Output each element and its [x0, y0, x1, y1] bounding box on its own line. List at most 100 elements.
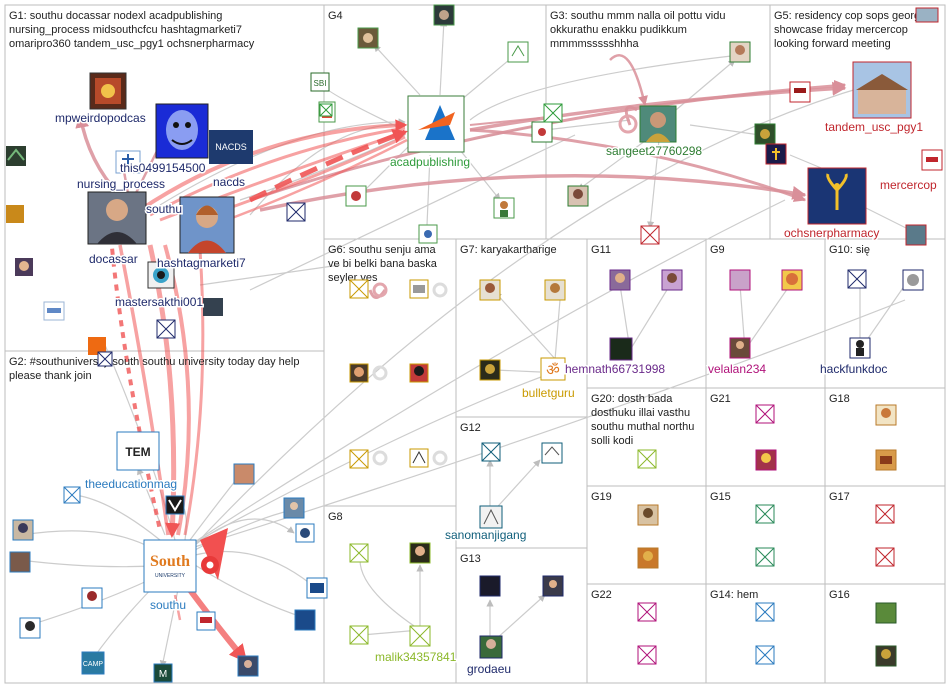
g4-thumb-bottom[interactable]	[418, 224, 438, 244]
g2-thumb-red-bottom[interactable]	[237, 655, 259, 677]
acadpublishing-logo[interactable]	[407, 95, 465, 153]
g2-thumb-right-logo[interactable]	[306, 577, 328, 599]
node-label-bulletguru[interactable]: bulletguru	[521, 385, 577, 402]
g6-thumb-4[interactable]	[409, 448, 429, 468]
node-label-docassar[interactable]: docassar	[88, 251, 140, 268]
missing-image-node[interactable]	[156, 319, 176, 339]
sanomanjigang-avatar[interactable]	[479, 505, 503, 529]
g5-thumb-bottom[interactable]	[905, 224, 927, 246]
node-label-hemnath66731998[interactable]: hemnath66731998	[564, 361, 667, 378]
docassar-avatar[interactable]	[87, 191, 147, 245]
southu-logo[interactable]: South UNIVERSITY	[143, 539, 197, 593]
g4-thumb-right[interactable]	[507, 41, 529, 63]
g1-small-blue-card[interactable]	[43, 301, 65, 321]
g2-thumb-mid-bottom[interactable]	[196, 611, 216, 631]
missing-image-node[interactable]	[875, 547, 895, 567]
nacds-logo[interactable]: NACDS	[209, 130, 253, 164]
hashtagmarketi7-avatar[interactable]	[179, 196, 235, 254]
g1-small-left-2[interactable]	[6, 205, 24, 223]
g19-thumb-2[interactable]	[637, 547, 659, 569]
node-label-grodaeu[interactable]: grodaeu	[466, 661, 513, 678]
g1-small-dark-right[interactable]	[203, 298, 223, 316]
g11-thumb-1[interactable]	[609, 269, 631, 291]
hemnath66731998-avatar[interactable]	[609, 337, 633, 361]
g13-thumb-1[interactable]	[479, 575, 501, 597]
g3-thumb-top-right[interactable]	[729, 41, 751, 63]
node-label-mastersakthi001[interactable]: mastersakthi001	[114, 294, 205, 311]
g2-thumb-2[interactable]	[165, 495, 185, 515]
g11-thumb-2[interactable]	[661, 269, 683, 291]
missing-image-node[interactable]	[637, 645, 657, 665]
g2-thumb-7[interactable]	[81, 587, 103, 609]
ochsnerpharmacy-logo[interactable]	[807, 167, 867, 225]
missing-image-node[interactable]	[349, 279, 369, 299]
g3-thumb-bottom-left[interactable]	[567, 185, 589, 207]
missing-image-node[interactable]	[63, 486, 81, 504]
g2-thumb-camp[interactable]: CAMP	[81, 651, 105, 675]
g12-thumb-right[interactable]	[541, 442, 563, 464]
g18-thumb-1[interactable]	[875, 404, 897, 426]
node-label-theeducationmag[interactable]: theeducationmag	[84, 476, 179, 493]
g7-thumb-2[interactable]	[544, 279, 566, 301]
g3-thumb-right[interactable]	[754, 123, 776, 145]
g1-small-left-1[interactable]	[6, 146, 26, 166]
node-label-southu[interactable]: southu	[149, 597, 188, 614]
missing-image-node[interactable]	[543, 103, 563, 123]
g2-thumb-6[interactable]	[9, 551, 31, 573]
missing-image-node[interactable]	[875, 504, 895, 524]
g1-small-sbi[interactable]: SBI	[310, 72, 330, 92]
g7-thumb-3[interactable]	[479, 359, 501, 381]
mpweirdopodcast-avatar[interactable]	[89, 72, 127, 110]
missing-image-node[interactable]	[286, 202, 306, 222]
tandem-usc-pgy1-photo[interactable]	[852, 61, 912, 119]
node-label-velalan234[interactable]: velalan234	[707, 361, 768, 378]
missing-image-node[interactable]	[349, 625, 369, 645]
grodaeu-avatar[interactable]	[479, 635, 503, 659]
g16-thumb-2[interactable]	[875, 645, 897, 667]
g6-thumb-3[interactable]	[409, 363, 429, 383]
g2-thumb-5[interactable]	[12, 519, 34, 541]
g16-thumb-1[interactable]	[875, 602, 897, 624]
g2-thumb-right-blue[interactable]	[294, 609, 316, 631]
g2-thumb-8[interactable]	[19, 617, 41, 639]
g1-small-orange[interactable]	[88, 337, 106, 355]
missing-image-node[interactable]	[481, 442, 501, 462]
g6-thumb-2[interactable]	[349, 363, 369, 383]
node-label-nacds[interactable]: nacds	[212, 174, 247, 191]
g21-thumb[interactable]	[755, 449, 777, 471]
node-label-tandem-usc-pgy1[interactable]: tandem_usc_pgy1	[824, 119, 925, 136]
g4-thumb-top[interactable]	[433, 4, 455, 26]
g8-thumb-1[interactable]	[409, 542, 431, 564]
missing-image-node[interactable]	[847, 269, 867, 289]
this0499154500-avatar[interactable]	[155, 103, 209, 159]
node-label-ochsnerpharmacy[interactable]: ochsnerpharmacy	[783, 225, 881, 242]
missing-image-node[interactable]	[640, 225, 660, 245]
g2-thumb-m[interactable]: M	[153, 663, 173, 683]
missing-image-node[interactable]	[319, 103, 333, 117]
g5-thumb-top-left[interactable]	[789, 81, 811, 103]
missing-image-node[interactable]	[409, 625, 431, 647]
node-label-sanomanjigang[interactable]: sanomanjigang	[444, 527, 528, 544]
missing-image-node[interactable]	[755, 602, 775, 622]
missing-image-node[interactable]	[755, 504, 775, 524]
mastersakthi001-avatar[interactable]	[147, 261, 175, 289]
missing-image-node[interactable]	[755, 645, 775, 665]
node-label-this0499154500[interactable]: this0499154500	[119, 160, 208, 177]
g6-thumb-1[interactable]	[409, 279, 429, 299]
missing-image-node[interactable]	[637, 602, 657, 622]
node-label-hackfunkdoc[interactable]: hackfunkdoc	[819, 361, 889, 378]
theeducationmag-logo[interactable]: TEM	[116, 431, 160, 471]
g7-thumb-1[interactable]	[479, 279, 501, 301]
g2-thumb-3[interactable]	[283, 497, 305, 519]
g2-thumb-4[interactable]	[295, 523, 315, 543]
missing-image-node[interactable]	[349, 543, 369, 563]
nursing-process-icon[interactable]	[115, 150, 141, 174]
g3-thumb-mid[interactable]	[531, 121, 553, 143]
g5-thumb-top-right[interactable]	[915, 7, 939, 23]
g19-thumb-1[interactable]	[637, 504, 659, 526]
g4-thumb-bottom-right[interactable]	[493, 197, 515, 219]
node-label-nursing-process[interactable]: nursing_process	[76, 176, 167, 193]
g9-thumb-1[interactable]	[729, 269, 751, 291]
node-label-mercercop[interactable]: mercercop	[879, 177, 939, 194]
missing-image-node[interactable]	[97, 351, 113, 367]
